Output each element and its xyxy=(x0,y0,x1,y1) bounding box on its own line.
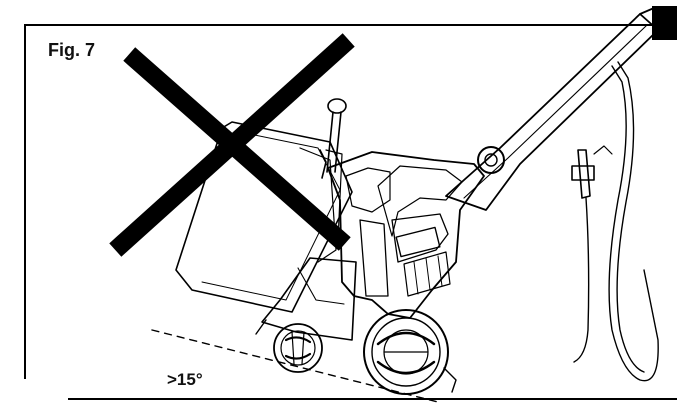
frame-top-line xyxy=(24,24,677,26)
bag-handle xyxy=(319,98,347,179)
handle-pivot-knob xyxy=(477,146,505,174)
rear-wheel xyxy=(273,323,323,373)
large-x-mark xyxy=(109,33,355,257)
angle-label: >15° xyxy=(167,370,203,389)
incline-dashed-line xyxy=(151,329,439,403)
mower-body xyxy=(327,151,485,319)
frame-left-line xyxy=(24,24,26,379)
ground-line xyxy=(68,398,677,400)
figure-label: Fig. 7 xyxy=(48,40,96,60)
handle-bar xyxy=(445,6,677,211)
front-wheel xyxy=(363,309,457,395)
rear-chute xyxy=(255,257,357,341)
power-cord xyxy=(571,61,659,382)
